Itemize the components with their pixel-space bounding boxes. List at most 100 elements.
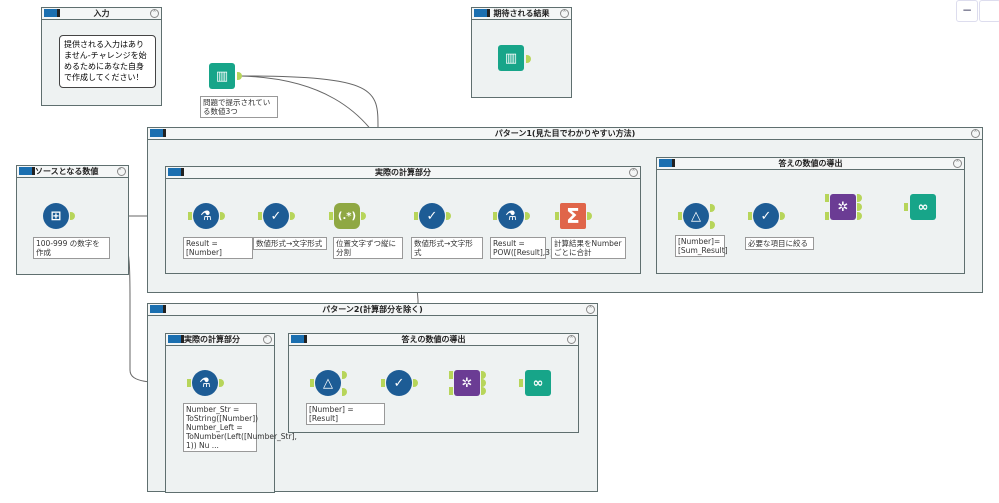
collapse-icon[interactable]: ⌃ [560,9,569,18]
output-anchor[interactable] [220,212,225,220]
filter-icon[interactable]: △ [315,370,341,396]
container-input[interactable]: 入力 ⌃ 提供される入力はありません-チャレンジを始めるためにあなた自身で作成して… [41,7,162,106]
output-anchor[interactable] [361,212,366,220]
join-icon[interactable]: ✲ [454,370,480,396]
collapse-icon[interactable]: ⌃ [263,335,272,344]
tool-label: 問題で提示されている数値3つ [200,96,278,118]
select-check-icon[interactable]: ✓ [386,370,412,396]
join-l-anchor[interactable] [481,371,486,379]
tool-label: Number_Str = ToString([Number]) Number_L… [183,403,297,452]
tool-label: 100-999 の数字を作成 [33,237,110,259]
browse-binoculars-icon[interactable]: ∞ [525,370,551,396]
toggle-icon[interactable] [474,9,490,17]
toggle-icon[interactable] [150,305,166,313]
join-icon[interactable]: ✲ [830,194,856,220]
formula-flask-icon[interactable]: ⚗ [498,203,524,229]
zoom-out-button[interactable]: − [956,0,978,22]
join-j-anchor[interactable] [481,379,486,387]
output-anchor[interactable] [526,55,531,63]
collapse-icon[interactable]: ⌃ [117,167,126,176]
toggle-icon[interactable] [291,335,307,343]
join-l-anchor[interactable] [857,194,862,202]
select-check-icon[interactable]: ✓ [753,203,779,229]
input-anchor[interactable] [414,212,418,220]
filter-icon[interactable]: △ [683,203,709,229]
false-anchor[interactable] [710,221,715,229]
input-anchor[interactable] [187,379,191,387]
container-title: 期待される結果 [493,9,550,18]
collapse-icon[interactable]: ⌃ [629,168,638,177]
input-anchor[interactable] [258,212,262,220]
join-r-anchor[interactable] [857,212,862,220]
join-r-anchor[interactable] [481,387,486,395]
left-input-anchor[interactable] [449,371,453,379]
browse-binoculars-icon[interactable]: ∞ [910,194,936,220]
right-input-anchor[interactable] [825,212,829,220]
tool-label: 計算結果をNumberごとに合計 [551,237,626,259]
collapse-icon[interactable]: ⌃ [150,9,159,18]
input-anchor[interactable] [188,212,192,220]
collapse-icon[interactable]: ⌃ [567,335,576,344]
zoom-in-button[interactable] [979,0,999,22]
input-anchor[interactable] [329,212,333,220]
input-anchor[interactable] [904,203,908,211]
tool-label: [Number] = [Result] [306,403,385,425]
tool-label: 数値形式→文字形式 [411,237,483,259]
comment-note: 提供される入力はありません-チャレンジを始めるためにあなた自身で作成してください… [59,35,156,88]
tool-label: 必要な項目に絞る [745,237,814,250]
select-check-icon[interactable]: ✓ [263,203,289,229]
toggle-icon[interactable] [168,335,184,343]
container-title: 実際の計算部分 [375,168,431,177]
true-anchor[interactable] [342,371,347,379]
toggle-icon[interactable] [168,168,184,176]
container-title: 答えの数値の導出 [401,335,466,344]
input-anchor[interactable] [493,212,497,220]
select-check-icon[interactable]: ✓ [419,203,445,229]
summarize-sigma-icon[interactable]: Σ [560,203,586,229]
tool-label: Result = POW([Result],3) [490,237,553,259]
left-input-anchor[interactable] [825,194,829,202]
text-input-book-icon[interactable]: ▥ [209,63,235,89]
container-title: 入力 [93,9,110,18]
container-title: 答えの数値の導出 [778,159,843,168]
collapse-icon[interactable]: ⌃ [971,129,980,138]
formula-flask-icon[interactable]: ⚗ [193,203,219,229]
output-anchor[interactable] [237,72,242,80]
tool-label: Result = [Number] [183,237,253,259]
text-input-book-icon[interactable]: ▥ [498,45,524,71]
container-title: 実際の計算部分 [184,335,240,344]
right-input-anchor[interactable] [449,387,453,395]
output-anchor[interactable] [587,212,592,220]
toggle-icon[interactable] [44,9,60,17]
toggle-icon[interactable] [659,159,675,167]
formula-flask-icon[interactable]: ⚗ [192,370,218,396]
container-title: ソースとなる数値 [35,167,99,176]
input-anchor[interactable] [310,379,314,387]
output-anchor[interactable] [70,212,75,220]
toggle-icon[interactable] [19,167,35,175]
input-anchor[interactable] [748,212,752,220]
output-anchor[interactable] [413,379,418,387]
input-anchor[interactable] [678,212,682,220]
container-title: パターン1(見た目でわかりやすい方法) [494,129,636,138]
join-j-anchor[interactable] [857,203,862,211]
regex-icon[interactable]: (.*) [334,203,360,229]
input-anchor[interactable] [519,379,523,387]
collapse-icon[interactable]: ⌃ [586,305,595,314]
toggle-icon[interactable] [150,129,166,137]
output-anchor[interactable] [446,212,451,220]
container-title: パターン2(計算部分を除く) [322,305,423,314]
output-anchor[interactable] [290,212,295,220]
container-expected[interactable]: 期待される結果 ⌃ ▥ [471,7,572,98]
output-anchor[interactable] [219,379,224,387]
true-anchor[interactable] [710,204,715,212]
output-anchor[interactable] [525,212,530,220]
collapse-icon[interactable]: ⌃ [953,159,962,168]
input-anchor[interactable] [381,379,385,387]
generate-rows-icon[interactable]: ⊞ [43,203,69,229]
tool-label: 位置文字ずつ縦に分割 [333,237,403,259]
output-anchor[interactable] [780,212,785,220]
input-anchor[interactable] [555,212,559,220]
tool-label: [Number]= [Sum_Result] [675,235,728,257]
false-anchor[interactable] [342,388,347,396]
